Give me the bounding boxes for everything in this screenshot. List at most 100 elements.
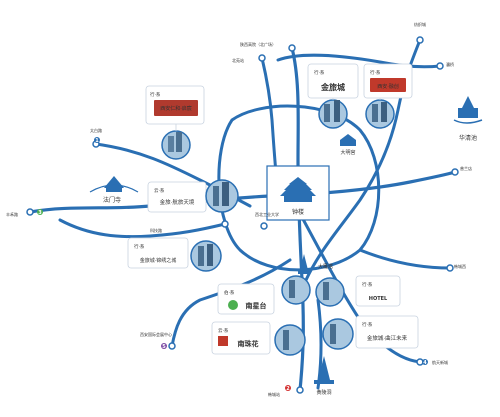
project-card[interactable]: 行·系 西安·融创 — [363, 63, 413, 129]
station-node[interactable] — [258, 54, 266, 62]
project-card[interactable]: 行·系 HOTEL — [315, 275, 401, 307]
brand-logo — [154, 100, 198, 116]
project-photo — [322, 318, 354, 350]
station-label: 航天新城 — [432, 359, 448, 365]
card-frame — [307, 63, 359, 99]
station-label: 陕西高院（北广场） — [240, 41, 276, 47]
project-name: 西安·融创 — [377, 83, 399, 90]
card-frame — [147, 181, 207, 213]
landmark-famensi: 法门寺 — [89, 176, 139, 204]
station-node[interactable] — [416, 36, 424, 44]
project-cards: 行·系 西安仁和·启宸 行·系 金旅城 行·系 西安·融创 — [127, 63, 419, 356]
station-node[interactable] — [221, 220, 229, 228]
project-name: 金旅·航旅天境 — [160, 198, 195, 206]
project-card[interactable]: 行·系 金旅城·曲江未来 — [322, 315, 419, 350]
station-node[interactable] — [296, 386, 304, 394]
line-badge[interactable]: 3 — [37, 209, 43, 216]
station-node[interactable] — [260, 222, 268, 230]
landmark-damingong: 大明宫 — [340, 134, 356, 156]
line-badge[interactable]: 5 — [161, 343, 167, 350]
project-name: 南珠花 — [238, 339, 259, 348]
pagoda-icon — [318, 356, 330, 380]
bell-tower-icon — [280, 177, 316, 202]
project-photo — [315, 277, 345, 307]
project-name: 金旅城·曲江未来 — [367, 334, 408, 342]
project-name: 西安仁和·启宸 — [160, 105, 192, 112]
palace-icon — [340, 134, 356, 140]
project-card[interactable]: 行·系 金旅城·锦绣之城 — [127, 237, 222, 272]
series-tag: 行·系 — [362, 321, 373, 328]
landmark-label: 大雁塔 — [318, 263, 333, 270]
project-name: 金旅城·锦绣之城 — [140, 257, 177, 264]
pagoda-icon — [300, 254, 308, 270]
series-tag: 伯·系 — [224, 289, 235, 296]
station-label: 西北工业大学 — [255, 211, 279, 217]
landmark-huanglingdong: 黄陵洞 — [314, 356, 334, 396]
line-badge[interactable]: 1 — [94, 137, 100, 144]
line-southwest — [170, 258, 292, 348]
project-name: 南星台 — [246, 301, 267, 310]
station-label: 灞桥 — [446, 61, 454, 67]
pagoda-icon — [462, 96, 474, 108]
svg-text:3: 3 — [38, 210, 42, 216]
series-tag: 行·系 — [314, 69, 325, 76]
line-ring-north — [276, 53, 442, 69]
card-frame — [355, 315, 419, 349]
series-tag: 行·系 — [150, 91, 161, 98]
project-photo — [365, 99, 395, 129]
station-label: 纺织城 — [414, 21, 426, 27]
project-card[interactable]: 云·系 金旅·航旅天境 — [147, 179, 239, 213]
center-label: 钟楼 — [292, 208, 304, 216]
svg-text:1: 1 — [95, 138, 99, 144]
line-badge[interactable]: 4 — [422, 359, 428, 366]
project-photo — [190, 240, 222, 272]
station-label: 韩城站 — [268, 391, 280, 397]
project-name: HOTEL — [369, 296, 388, 302]
station-node[interactable] — [168, 342, 176, 350]
card-frame — [355, 275, 401, 307]
series-tag: 行·系 — [362, 281, 373, 288]
series-tag: 云·系 — [218, 327, 229, 334]
station-label: 丰禾路 — [6, 211, 18, 217]
series-tag: 行·系 — [370, 69, 381, 76]
project-card[interactable]: 行·系 金旅城 — [307, 63, 359, 129]
station-node[interactable] — [451, 168, 459, 176]
landmark-label: 法门寺 — [103, 196, 121, 204]
station-label: 北苑站 — [232, 57, 244, 63]
landmark-label: 大明宫 — [340, 149, 355, 156]
line-badge[interactable]: 2 — [285, 385, 291, 392]
station-label: 科技路 — [150, 227, 162, 233]
landmark-label: 华清池 — [459, 134, 477, 142]
station-node[interactable] — [26, 208, 34, 216]
station-label: 普兰店 — [460, 165, 472, 171]
brand-logo — [370, 78, 406, 92]
station-labels: 陕西高院（北广场） 纺织城 灞桥 北苑站 普兰店 韩城西 航天新城 韩城站 丰禾… — [6, 21, 472, 397]
landmark-dayanta: 大雁塔 — [298, 254, 333, 274]
series-tag: 行·系 — [134, 243, 145, 250]
landmark-huaqingchi: 华清池 — [453, 96, 483, 142]
station-label: 西安国际会展中心 — [140, 331, 172, 337]
project-name: 金旅城 — [320, 82, 345, 92]
svg-text:2: 2 — [286, 386, 290, 392]
brand-logo — [218, 336, 228, 346]
project-card[interactable]: 伯·系 南星台 — [217, 275, 311, 315]
station-label: 韩城西 — [454, 263, 466, 269]
line-badges: 1 3 5 2 4 — [37, 137, 428, 392]
project-card[interactable]: 行·系 西安仁和·启宸 — [145, 85, 205, 160]
station-node[interactable] — [436, 62, 444, 70]
line-west-lower — [58, 218, 227, 239]
landmarks: 华清池 法门寺 大雁塔 大明宫 黄陵洞 — [89, 96, 483, 396]
line-west-east — [28, 170, 457, 214]
center-landmark[interactable]: 钟楼 — [266, 165, 330, 221]
leaf-logo-icon — [228, 300, 238, 310]
project-photo — [318, 99, 348, 129]
station-node[interactable] — [288, 44, 296, 52]
line-east — [358, 248, 452, 270]
project-photo — [274, 324, 306, 356]
station-node[interactable] — [446, 264, 454, 272]
project-photo — [281, 275, 311, 305]
project-card[interactable]: 云·系 南珠花 — [211, 321, 306, 356]
card-pointers — [175, 98, 381, 131]
station-label: 太白路 — [90, 127, 102, 133]
